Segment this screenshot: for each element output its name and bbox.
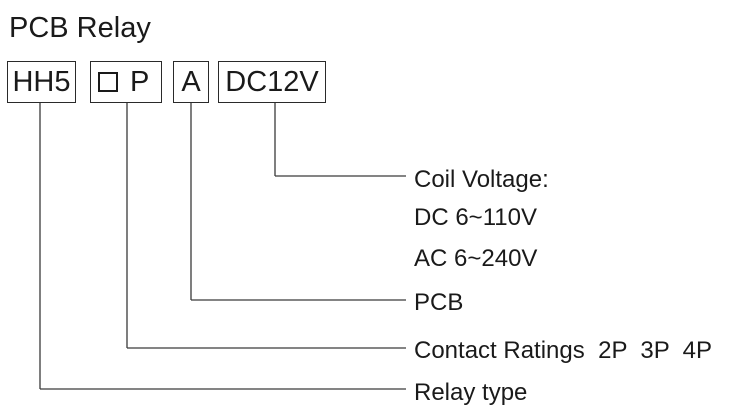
coil-voltage-title: Coil Voltage: — [414, 166, 549, 193]
contact-code-suffix: P — [130, 65, 150, 98]
blank-square-placeholder-icon — [98, 72, 118, 92]
relay-type-label: Relay type — [414, 379, 528, 406]
mounting-code: A — [181, 65, 201, 98]
mounting-label: PCB — [414, 289, 464, 316]
contact-code-box: P — [90, 61, 162, 103]
voltage-code-box: DC12V — [218, 61, 326, 103]
series-code: HH5 — [12, 65, 71, 98]
mounting-code-box: A — [173, 61, 209, 103]
diagram-title: PCB Relay — [9, 12, 151, 44]
contact-ratings-label: Contact Ratings 2P 3P 4P — [414, 337, 712, 364]
voltage-code: DC12V — [225, 65, 319, 98]
coil-voltage-ac-range: AC 6~240V — [414, 245, 538, 272]
series-code-box: HH5 — [7, 61, 76, 103]
coil-voltage-dc-range: DC 6~110V — [414, 204, 537, 231]
